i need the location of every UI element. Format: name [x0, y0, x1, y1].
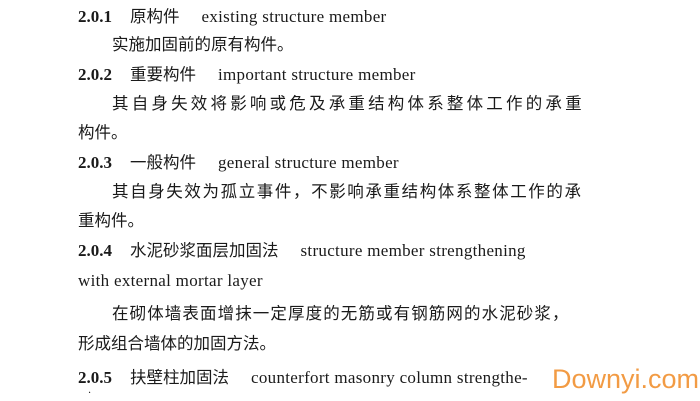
clause-number: 2.0.3 — [78, 153, 112, 172]
term-en: existing structure member — [201, 7, 387, 26]
definition-line: 其自身失效将影响或危及承重结构体系整体工作的承重 — [112, 94, 585, 113]
definition-line: 在砌体墙表面增抹一定厚度的无筋或有钢筋网的水泥砂浆， — [112, 304, 570, 323]
term-en: counterfort masonry column strengthe- — [251, 368, 528, 387]
definition-line: 构件。 — [78, 123, 128, 142]
definition-line: 实施加固前的原有构件。 — [112, 35, 294, 54]
clause-number: 2.0.4 — [78, 241, 112, 260]
clause-number: 2.0.2 — [78, 65, 112, 84]
term-zh: 重要构件 — [130, 65, 196, 84]
definition-line: 其自身失效为孤立事件，不影响承重结构体系整体工作的承 — [112, 182, 583, 201]
entry-heading: 2.0.4 水泥砂浆面层加固法 structure member strengthe… — [78, 241, 526, 261]
term-zh: 水泥砂浆面层加固法 — [130, 241, 279, 260]
entry-heading: 2.0.5 扶壁柱加固法 counterfort masonry column st… — [78, 368, 528, 388]
term-en-continued: with external mortar layer — [78, 271, 263, 290]
clause-number: 2.0.5 — [78, 368, 112, 387]
entry-heading: 2.0.3 一般构件 general structure member — [78, 153, 399, 173]
scan-speck: · — [88, 388, 92, 399]
entry-heading: 2.0.2 重要构件 important structure member — [78, 65, 416, 85]
watermark: Downyi.com — [552, 364, 700, 394]
term-en: structure member strengthening — [300, 241, 526, 260]
term-zh: 一般构件 — [130, 153, 196, 172]
term-zh: 原构件 — [130, 7, 180, 26]
entry-heading: 2.0.1 原构件 existing structure member — [78, 7, 387, 27]
definition-line: 形成组合墙体的加固方法。 — [78, 334, 276, 353]
term-zh: 扶壁柱加固法 — [130, 368, 229, 387]
term-en: important structure member — [218, 65, 416, 84]
definition-line: 重构件。 — [78, 211, 144, 230]
clause-number: 2.0.1 — [78, 7, 112, 26]
term-en: general structure member — [218, 153, 399, 172]
